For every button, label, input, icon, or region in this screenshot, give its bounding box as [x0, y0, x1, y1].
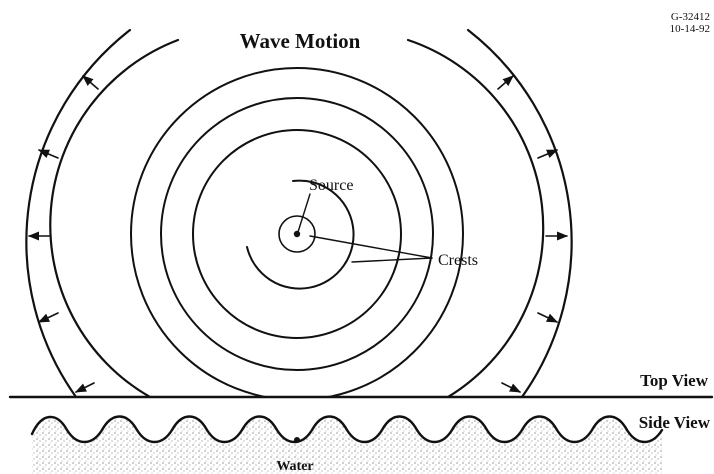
crests-pointer-outer: [352, 258, 432, 262]
arrow-right-2: [538, 150, 557, 158]
water-label: Water: [276, 459, 313, 474]
water-body: [32, 417, 662, 474]
crest-ring-5-left: [50, 40, 178, 397]
crest-ring-outer-left: [26, 30, 130, 397]
crests-pointer-inner: [310, 236, 432, 258]
side-view-source-dot: [294, 437, 300, 443]
side-view-label: Side View: [639, 413, 711, 432]
crest-rings: [26, 30, 571, 400]
arrow-left-1: [83, 76, 98, 89]
crest-ring-5-right: [408, 40, 543, 397]
top-view-label: Top View: [640, 371, 709, 390]
arrow-left-5: [76, 383, 94, 392]
figure-date: 10-14-92: [670, 23, 710, 35]
source-dot: [294, 231, 300, 237]
arrow-right-5: [502, 383, 520, 392]
arrow-right-4: [538, 313, 557, 322]
crest-ring-inner-arc: [247, 181, 354, 289]
crests-label: Crests: [438, 252, 478, 269]
source-pointer: [298, 194, 310, 232]
diagram-title: Wave Motion: [240, 29, 361, 53]
arrow-right-1: [498, 76, 513, 89]
figure-id: G-32412: [671, 11, 710, 23]
source-label: Source: [309, 177, 353, 194]
arrow-left-4: [39, 313, 58, 322]
